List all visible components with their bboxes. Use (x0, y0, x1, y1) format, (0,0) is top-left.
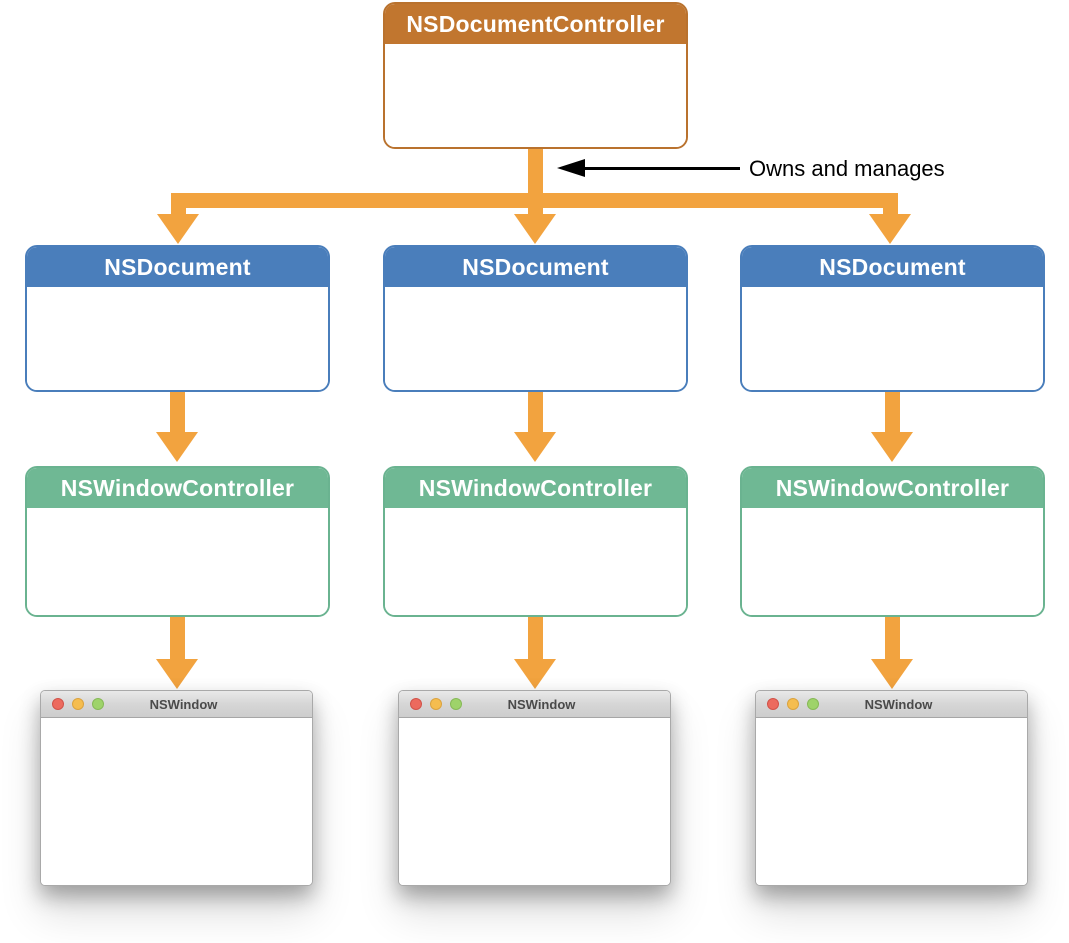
window-title: NSWindow (149, 697, 218, 712)
class-box-header-label: NSDocument (385, 247, 686, 287)
close-button-icon[interactable] (52, 698, 64, 710)
callout-arrowhead-icon (557, 159, 585, 177)
class-box-nswindowcontroller-1[interactable]: NSWindowController (25, 466, 330, 617)
class-box-body (27, 287, 328, 390)
window-titlebar[interactable]: NSWindow (756, 691, 1027, 718)
connector-stem-wc-to-window-1 (170, 617, 185, 661)
window-titlebar[interactable]: NSWindow (41, 691, 312, 718)
window-titlebar[interactable]: NSWindow (399, 691, 670, 718)
class-box-header-label: NSWindowController (385, 468, 686, 508)
connector-stem-doc-to-wc-2 (528, 392, 543, 434)
connector-arrowhead-doc-to-wc-2 (514, 432, 556, 462)
connector-arrowhead-doc-to-wc-3 (871, 432, 913, 462)
window-content-area (41, 718, 312, 885)
connector-arrowhead-wc-to-window-3 (871, 659, 913, 689)
class-box-header-label: NSDocument (27, 247, 328, 287)
connector-stem-doc-to-wc-1 (170, 392, 185, 434)
class-box-nswindowcontroller-2[interactable]: NSWindowController (383, 466, 688, 617)
nswindow-mockup-3[interactable]: NSWindow (755, 690, 1028, 886)
minimize-button-icon[interactable] (787, 698, 799, 710)
window-traffic-lights (410, 698, 462, 710)
class-box-nsdocument-1[interactable]: NSDocument (25, 245, 330, 392)
window-traffic-lights (52, 698, 104, 710)
nswindow-mockup-2[interactable]: NSWindow (398, 690, 671, 886)
class-box-nsdocument-3[interactable]: NSDocument (740, 245, 1045, 392)
minimize-button-icon[interactable] (72, 698, 84, 710)
nswindow-mockup-1[interactable]: NSWindow (40, 690, 313, 886)
zoom-button-icon[interactable] (92, 698, 104, 710)
connector-stem-wc-to-window-2 (528, 617, 543, 661)
close-button-icon[interactable] (410, 698, 422, 710)
connector-stem-doc-to-wc-3 (885, 392, 900, 434)
window-title: NSWindow (864, 697, 933, 712)
class-box-body (742, 508, 1043, 615)
close-button-icon[interactable] (767, 698, 779, 710)
connector-arrowhead-wc-to-window-2 (514, 659, 556, 689)
connector-arrowhead-wc-to-window-1 (156, 659, 198, 689)
window-content-area (756, 718, 1027, 885)
zoom-button-icon[interactable] (450, 698, 462, 710)
class-box-nswindowcontroller-3[interactable]: NSWindowController (740, 466, 1045, 617)
connector-stem-controller (528, 149, 543, 196)
connector-arrowhead-left (157, 214, 199, 244)
window-traffic-lights (767, 698, 819, 710)
connector-arrowhead-middle (514, 214, 556, 244)
minimize-button-icon[interactable] (430, 698, 442, 710)
class-box-body (385, 44, 686, 147)
class-box-header-label: NSWindowController (742, 468, 1043, 508)
class-box-body (385, 508, 686, 615)
connector-arrowhead-doc-to-wc-1 (156, 432, 198, 462)
class-box-header-label: NSDocumentController (385, 4, 686, 44)
connector-drop-stem-left (171, 193, 186, 216)
class-box-body (742, 287, 1043, 390)
class-box-header-label: NSDocument (742, 247, 1043, 287)
window-title: NSWindow (507, 697, 576, 712)
connector-arrowhead-right (869, 214, 911, 244)
connector-stem-wc-to-window-3 (885, 617, 900, 661)
callout-label: Owns and manages (749, 156, 945, 181)
class-box-nsdocumentcontroller[interactable]: NSDocumentController (383, 2, 688, 149)
class-box-nsdocument-2[interactable]: NSDocument (383, 245, 688, 392)
zoom-button-icon[interactable] (807, 698, 819, 710)
connector-drop-stem-right (883, 193, 898, 216)
connector-drop-stem-middle (528, 193, 543, 216)
class-box-body (385, 287, 686, 390)
class-box-body (27, 508, 328, 615)
window-content-area (399, 718, 670, 885)
class-box-header-label: NSWindowController (27, 468, 328, 508)
callout-leader-line (585, 167, 740, 170)
